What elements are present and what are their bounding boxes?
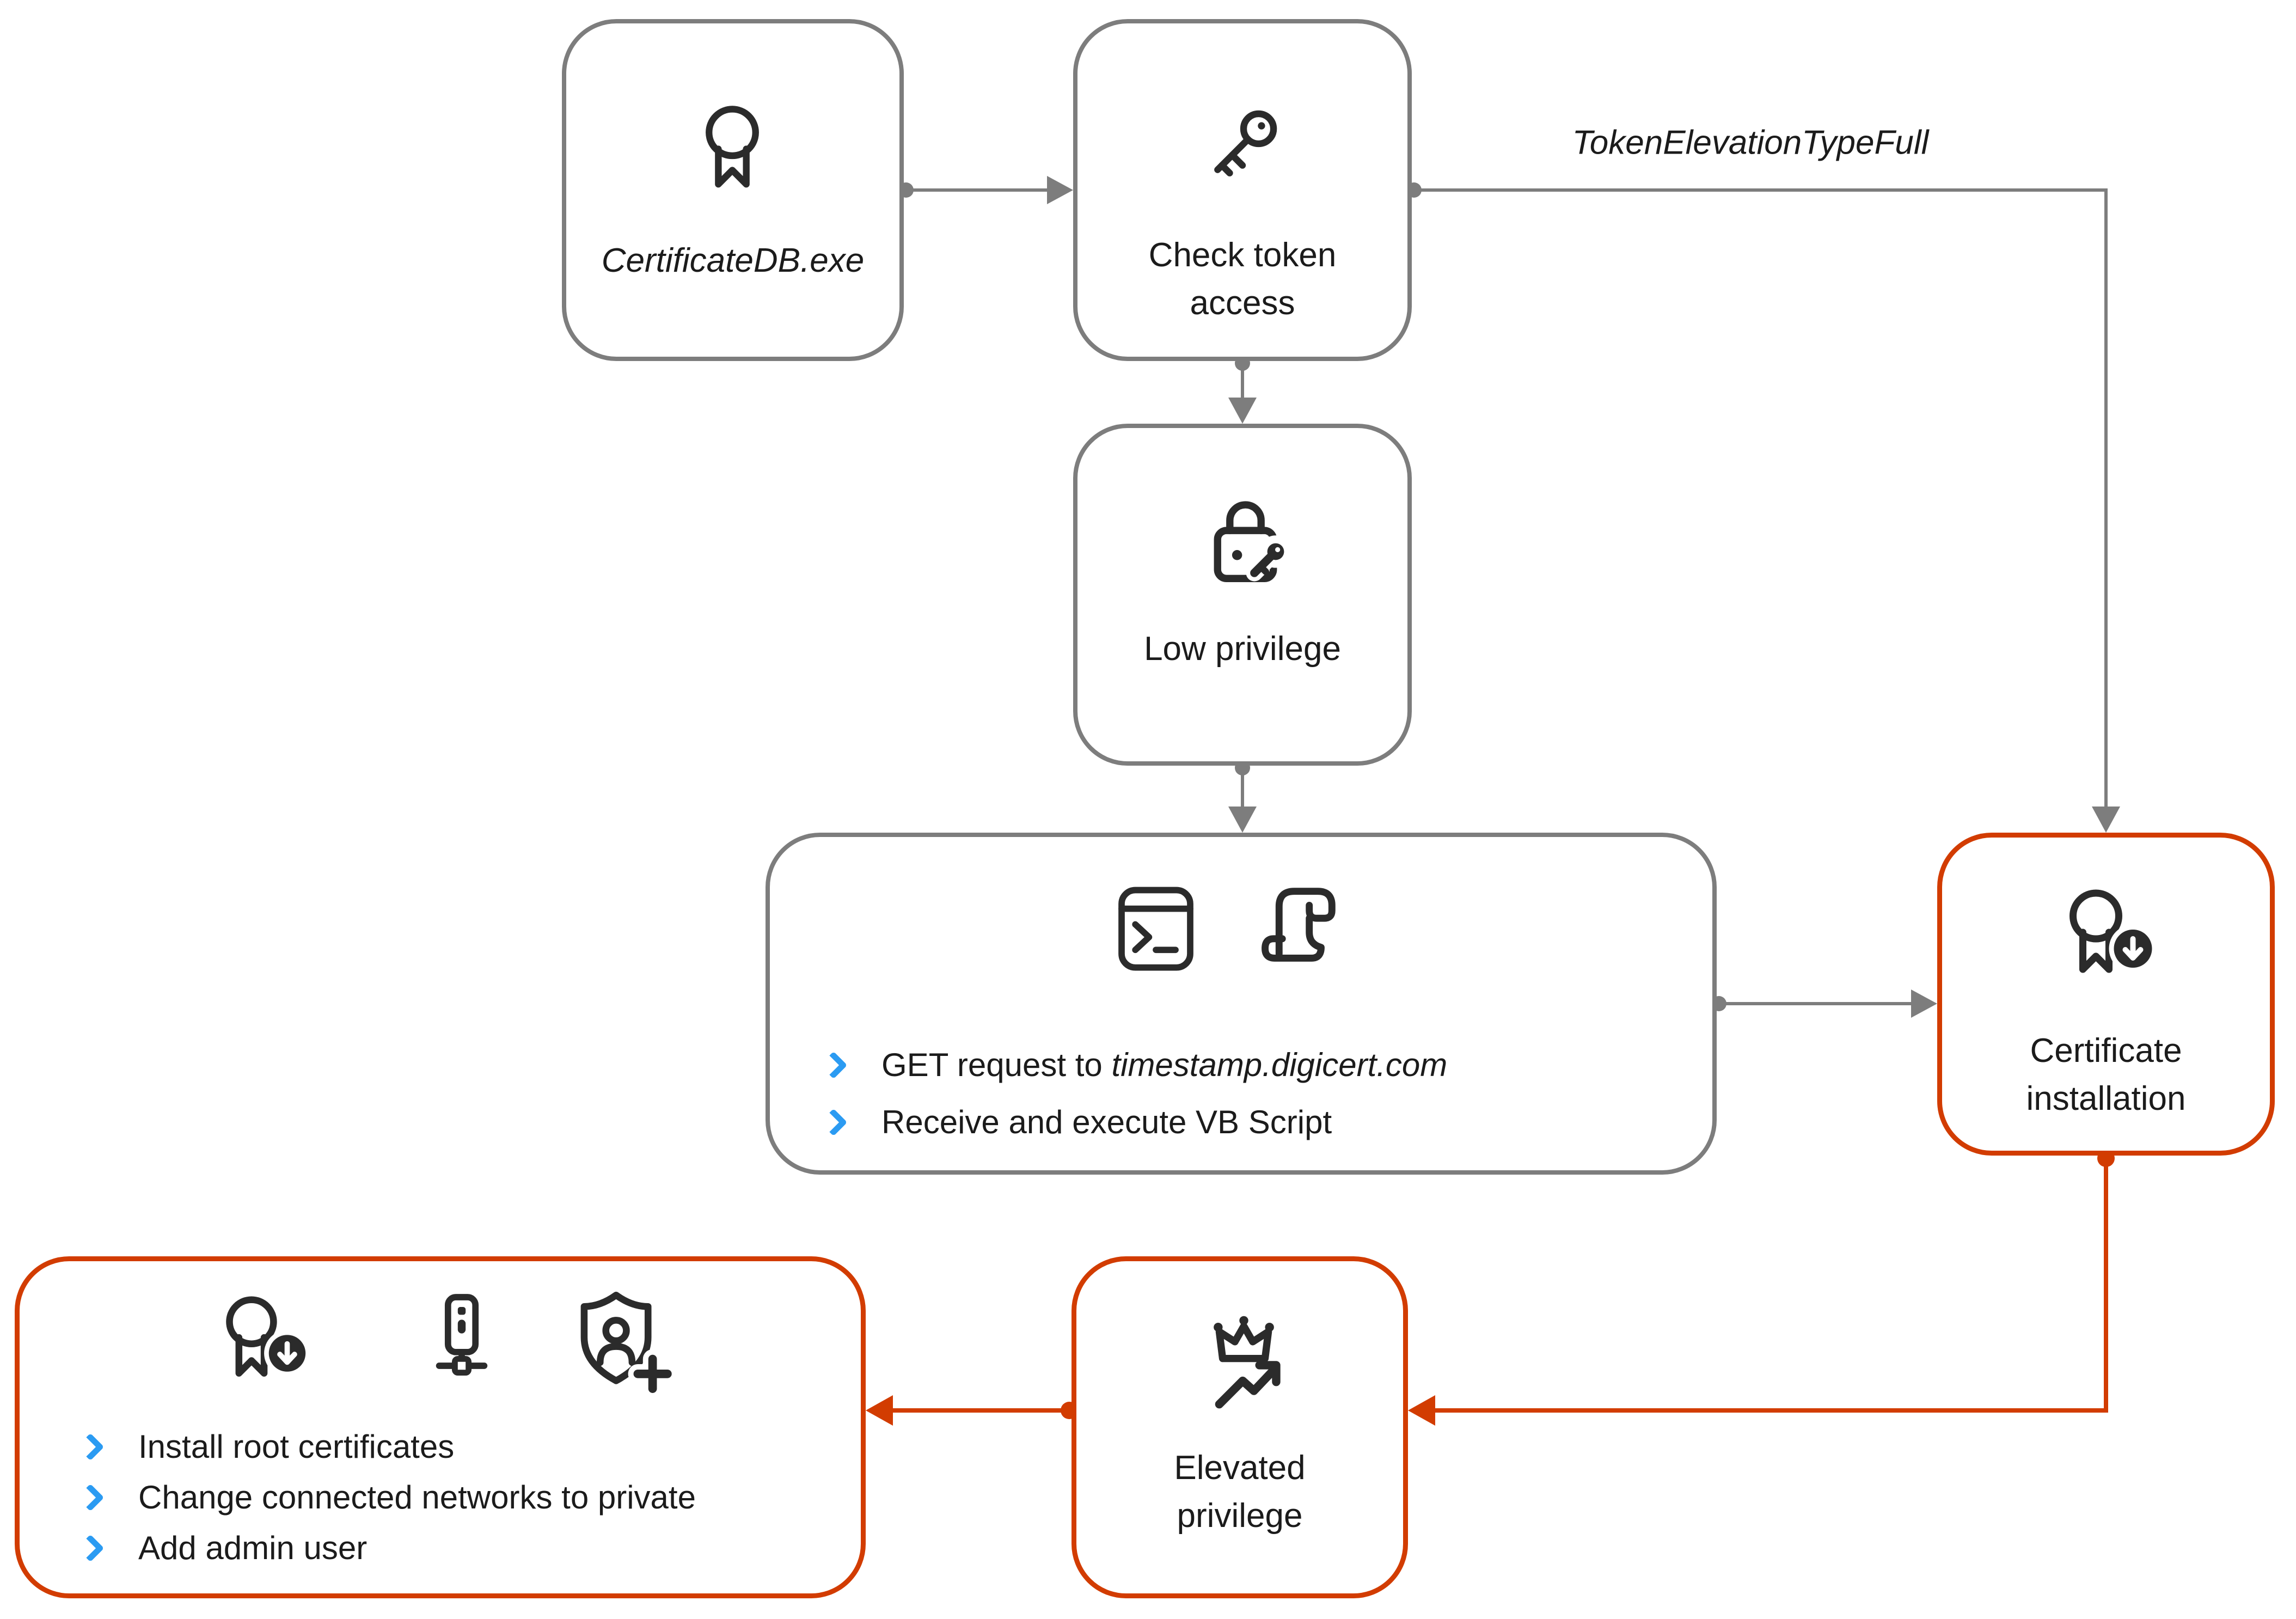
node-low-privilege: Low privilege <box>1073 424 1412 766</box>
list-item: Install root certificates <box>76 1421 696 1472</box>
chevron-right-icon <box>76 1534 105 1562</box>
edge-label-token-elevation: TokenElevationTypeFull <box>1572 124 1929 162</box>
crown-trend-up-icon <box>1188 1300 1300 1412</box>
script-actions-bullet-list: GET request to timestamp.digicert.com Re… <box>819 1036 1448 1151</box>
bullet-text: GET request to timestamp.digicert.com <box>881 1047 1448 1083</box>
certificate-download-icon <box>207 1283 323 1396</box>
script-scroll-icon <box>1239 875 1347 983</box>
list-item: Change connected networks to private <box>76 1472 696 1523</box>
node-label: Certificate installation <box>2026 1032 2186 1117</box>
list-item: Receive and execute VB Script <box>819 1093 1447 1151</box>
chevron-right-icon <box>76 1433 105 1461</box>
bullet-text: Change connected networks to private <box>138 1479 696 1516</box>
node-certificatedb-exe: CertificateDB.exe <box>562 19 904 361</box>
bullet-text: Add admin user <box>138 1530 368 1566</box>
key-icon <box>1191 93 1294 197</box>
arrowhead-right-icon <box>1911 989 1937 1018</box>
certificate-download-icon <box>2049 880 2171 989</box>
shield-person-add-icon <box>561 1282 681 1397</box>
arrowhead-left-icon <box>866 1395 893 1426</box>
arrowhead-down-icon <box>1228 398 1257 424</box>
node-label: Low privilege <box>1144 630 1341 668</box>
node-post-exploitation: Install root certificates Change connect… <box>15 1256 866 1598</box>
server-network-icon <box>413 1287 511 1385</box>
edge-checktoken-to-certinstall <box>1412 188 2108 817</box>
node-certificate-installation: Certificate installation <box>1937 833 2275 1156</box>
node-script-actions: GET request to timestamp.digicert.com Re… <box>766 833 1717 1175</box>
edge-certinstall-to-elevated <box>1424 1156 2108 1413</box>
arrowhead-left-icon <box>1408 1395 1435 1426</box>
list-item: Add admin user <box>76 1523 696 1573</box>
chevron-right-icon <box>819 1108 848 1136</box>
node-check-token-access: Check token access <box>1073 19 1412 361</box>
certificate-ribbon-icon <box>681 93 784 197</box>
arrowhead-down-icon <box>1228 807 1257 833</box>
bullet-text: Install root certificates <box>138 1428 455 1465</box>
arrowhead-right-icon <box>1047 176 1073 204</box>
chevron-right-icon <box>819 1051 848 1079</box>
chevron-right-icon <box>76 1483 105 1511</box>
arrowhead-down-icon <box>2092 807 2120 833</box>
bullet-text: Receive and execute VB Script <box>881 1104 1332 1140</box>
node-elevated-privilege: Elevated privilege <box>1072 1256 1408 1598</box>
terminal-icon <box>1107 876 1205 982</box>
node-label: CertificateDB.exe <box>601 242 865 279</box>
list-item: GET request to timestamp.digicert.com <box>819 1036 1448 1093</box>
node-label: Elevated privilege <box>1174 1449 1306 1535</box>
post-exploitation-bullet-list: Install root certificates Change connect… <box>76 1421 696 1573</box>
lock-with-key-icon <box>1190 482 1301 594</box>
node-label: Check token access <box>1148 236 1337 322</box>
